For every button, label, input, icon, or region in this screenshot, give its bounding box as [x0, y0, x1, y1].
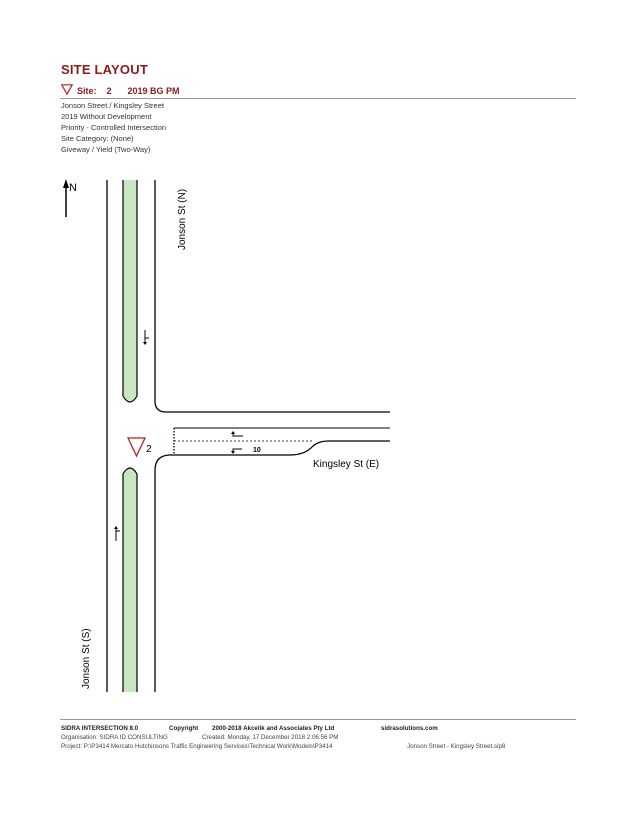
south-east-kerb [154, 440, 390, 692]
info-control: Priority - Controlled Intersection [61, 123, 167, 132]
info-control-type: Giveway / Yield (Two-Way) [61, 145, 151, 154]
north-median [122, 180, 138, 403]
lane-length-label: 10 [253, 447, 261, 454]
footer-product: SIDRA INTERSECTION 8.0 [61, 725, 139, 732]
info-intersection: Jonson Street / Kingsley Street [61, 101, 164, 110]
footer-project-file: Jonson Street - Kingsley Street.sip8 [407, 743, 506, 750]
site-marker-label: 2 [146, 444, 152, 455]
header-divider [60, 98, 576, 99]
footer-website: sidrasolutions.com [381, 725, 438, 732]
north-east-kerb [154, 180, 390, 413]
footer-project: Project: P:\P3414 Mercato Hutchinsons Tr… [61, 743, 333, 750]
north-arrow-icon [63, 179, 69, 217]
southbound-through-left-arrow-icon [143, 330, 149, 345]
site-label: Site: [77, 86, 97, 96]
south-median [122, 467, 138, 692]
northbound-through-right-arrow-icon [114, 526, 120, 541]
footer-copyright-label: Copyright [169, 725, 199, 732]
south-road-label: Jonson St (S) [81, 628, 92, 689]
footer-divider [60, 719, 576, 720]
site-name: 2019 BG PM [127, 86, 180, 96]
left-turn-arrow-icon [231, 431, 243, 437]
site-number: 2 [106, 86, 112, 96]
footer-copyright-years: 2000-2018 Akcelik and Associates Pty Ltd [212, 725, 335, 732]
page-title: SITE LAYOUT [61, 62, 148, 77]
right-turn-arrow-icon [231, 448, 242, 454]
site-line: Site: 2 2019 BG PM [61, 84, 180, 96]
east-road-label: Kingsley St (E) [313, 459, 379, 470]
footer-created: Created: Monday, 17 December 2018 2:06:5… [202, 734, 339, 741]
site-marker-giveway-icon [126, 437, 147, 458]
info-site-category: Site Category: (None) [61, 134, 134, 143]
north-label: N [69, 182, 77, 194]
info-scenario: 2019 Without Development [61, 112, 152, 121]
footer-organisation: Organisation: SIDRA ID CONSULTING [61, 734, 168, 741]
north-road-label: Jonson St (N) [177, 189, 188, 250]
giveway-triangle-icon [61, 84, 73, 95]
